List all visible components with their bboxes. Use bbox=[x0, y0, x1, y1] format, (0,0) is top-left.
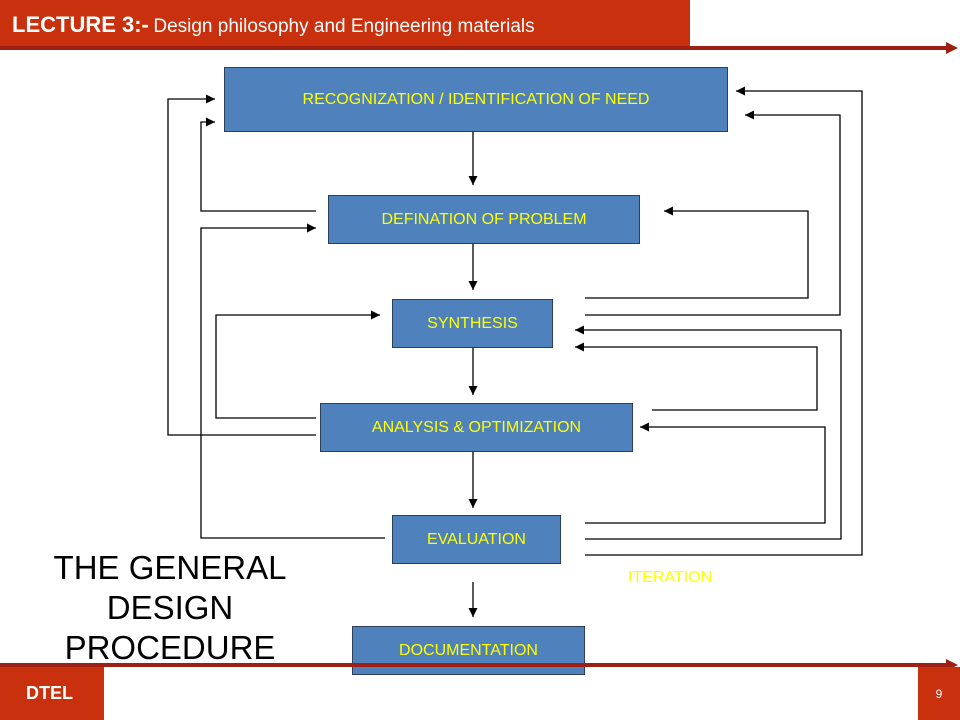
loop-synthesis-to-need bbox=[585, 110, 841, 316]
footer-page-block: 9 bbox=[918, 667, 960, 720]
step-analysis-box: ANALYSIS & OPTIMIZATION bbox=[320, 403, 633, 452]
step-evaluation-label: EVALUATION bbox=[427, 530, 526, 548]
iteration-label: ITERATION bbox=[628, 569, 713, 586]
loop-evaluation-to-analysis bbox=[585, 422, 826, 524]
header-rule-arrow bbox=[946, 42, 958, 54]
footer-rule bbox=[0, 663, 950, 667]
loop-evaluation-to-need bbox=[585, 86, 863, 556]
lecture-label: LECTURE 3:- bbox=[12, 12, 149, 37]
step-synthesis-label: SYNTHESIS bbox=[427, 314, 518, 332]
diagram-title: THE GENERAL DESIGN PROCEDURE bbox=[53, 549, 287, 666]
step-documentation-box: DOCUMENTATION bbox=[352, 626, 585, 675]
header-rule bbox=[0, 46, 950, 50]
step-definition-label: DEFINATION OF PROBLEM bbox=[381, 210, 587, 228]
loop-analysis-to-synthesis bbox=[215, 310, 380, 419]
step-definition-box: DEFINATION OF PROBLEM bbox=[328, 195, 640, 244]
header-title: LECTURE 3:- Design philosophy and Engine… bbox=[12, 12, 535, 38]
footer-brand-block: DTEL bbox=[0, 667, 104, 720]
step-synthesis-box: SYNTHESIS bbox=[392, 299, 553, 348]
loop-definition-to-need bbox=[200, 117, 316, 212]
loop-evaluation-to-definition bbox=[200, 223, 385, 539]
loop-synthesis-to-definition bbox=[585, 206, 809, 299]
page-number: 9 bbox=[935, 687, 943, 701]
step-documentation-label: DOCUMENTATION bbox=[399, 641, 538, 659]
footer-brand: DTEL bbox=[26, 683, 73, 703]
header-bar: LECTURE 3:- Design philosophy and Engine… bbox=[0, 0, 690, 50]
step-evaluation-box: EVALUATION bbox=[392, 515, 561, 564]
loop-analysis-to-need bbox=[167, 94, 316, 436]
loop-analysis-to-synthesis-right bbox=[575, 342, 818, 411]
step-recognition-box: RECOGNIZATION / IDENTIFICATION OF NEED bbox=[224, 67, 728, 132]
loop-evaluation-to-synthesis bbox=[575, 325, 842, 540]
step-analysis-label: ANALYSIS & OPTIMIZATION bbox=[371, 418, 582, 436]
step-recognition-label: RECOGNIZATION / IDENTIFICATION OF NEED bbox=[302, 90, 650, 108]
lecture-subtitle: Design philosophy and Engineering materi… bbox=[153, 16, 535, 37]
